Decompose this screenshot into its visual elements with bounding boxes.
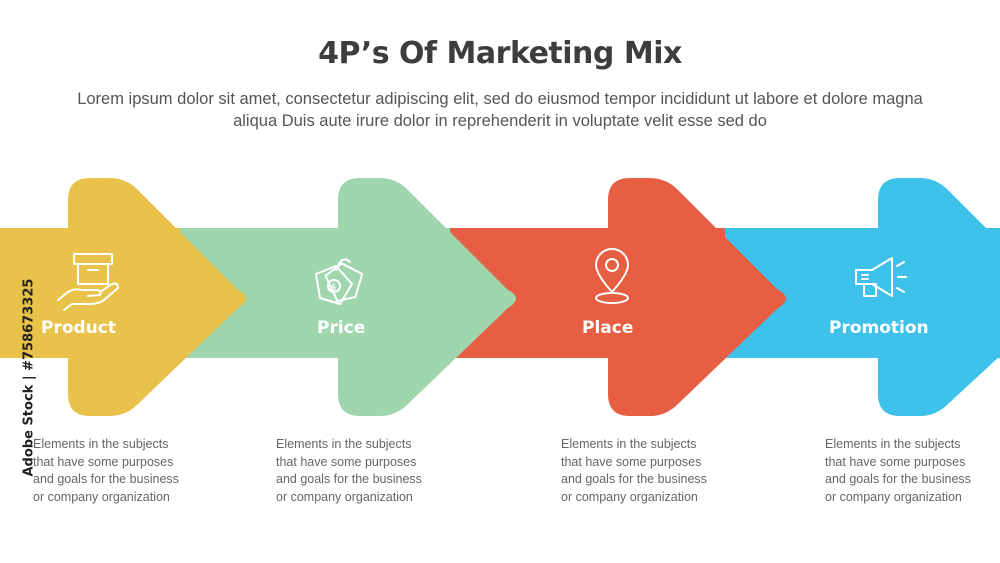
svg-text:$: $	[331, 283, 337, 293]
side-watermark: Adobe Stock | #758673325	[21, 278, 37, 477]
megaphone-icon	[855, 257, 907, 297]
arrow-place	[608, 178, 786, 416]
desc-line: that have some purposes	[33, 454, 174, 469]
page-subtitle: Lorem ipsum dolor sit amet, consectetur …	[77, 90, 923, 130]
step-description-place: Elements in the subjects that have some …	[561, 436, 736, 506]
price-tag-icon: $	[315, 258, 364, 305]
arrow-product	[68, 178, 246, 416]
desc-line: that have some purposes	[825, 454, 966, 469]
desc-line: Elements in the subjects	[276, 437, 412, 451]
hand-holding-box-icon	[57, 253, 119, 311]
arrow-promotion	[878, 178, 1000, 416]
step-label-product: Product	[41, 318, 116, 338]
step-description-price: Elements in the subjects that have some …	[276, 436, 451, 506]
desc-line: and goals for the business	[33, 472, 179, 486]
page-title: 4P’s Of Marketing Mix	[318, 36, 682, 71]
step-description-promotion: Elements in the subjects that have some …	[825, 436, 1000, 506]
desc-line: or company organization	[276, 489, 413, 504]
step-label-promotion: Promotion	[829, 318, 929, 338]
desc-line: Elements in the subjects	[825, 437, 961, 451]
desc-line: and goals for the business	[825, 472, 971, 486]
location-pin-icon	[595, 248, 629, 304]
desc-line: and goals for the business	[561, 472, 707, 486]
desc-line: or company organization	[561, 489, 698, 504]
step-description-product: Elements in the subjects that have some …	[33, 436, 208, 506]
desc-line: Elements in the subjects	[561, 437, 697, 451]
arrow-price	[338, 178, 516, 416]
step-label-price: Price	[317, 318, 366, 338]
desc-line: Elements in the subjects	[33, 437, 169, 451]
step-label-place: Place	[582, 318, 634, 338]
desc-line: that have some purposes	[276, 454, 417, 469]
desc-line: that have some purposes	[561, 454, 702, 469]
desc-line: or company organization	[33, 489, 170, 504]
desc-line: or company organization	[825, 489, 962, 504]
desc-line: and goals for the business	[276, 472, 422, 486]
